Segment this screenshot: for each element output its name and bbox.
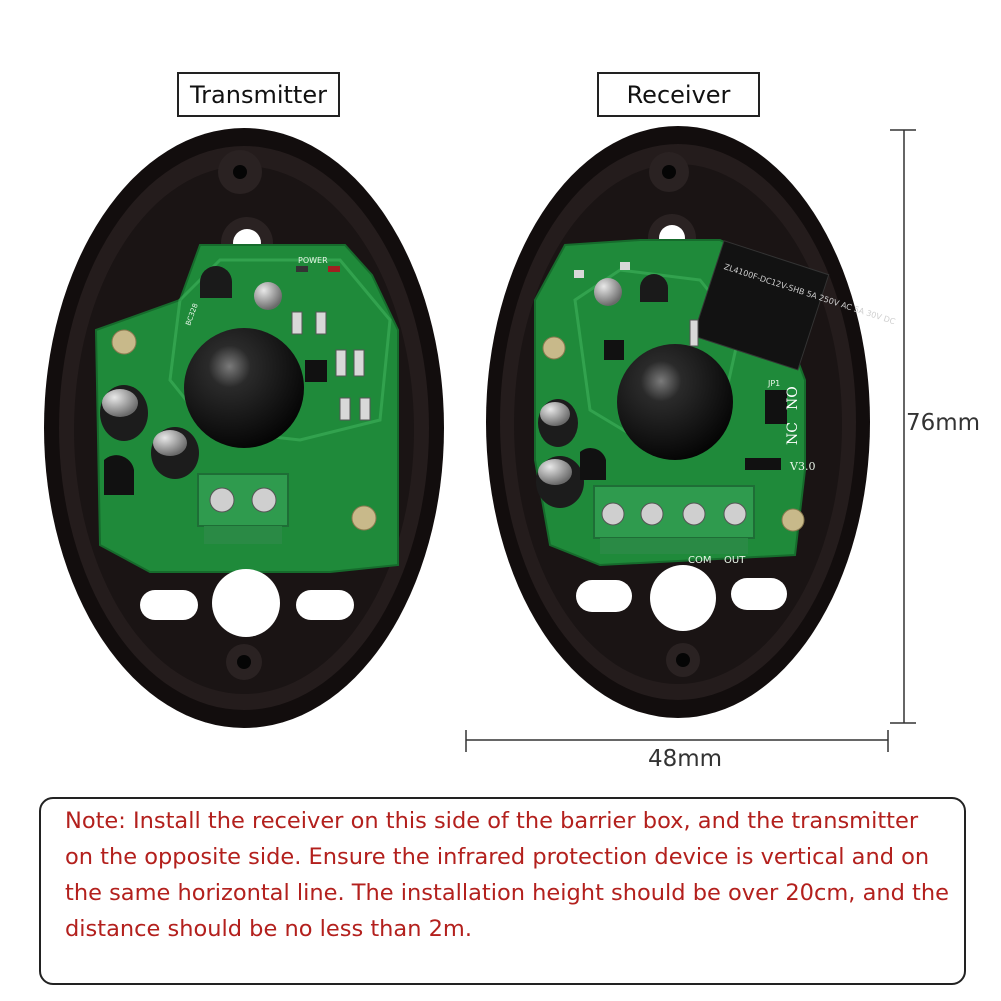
receiver-terminal-base: [600, 538, 748, 554]
transmitter-slot-left: [140, 590, 198, 620]
receiver-ir-lens: [617, 344, 733, 460]
receiver-smd-1: [574, 270, 584, 278]
transmitter-smd-c5: [315, 311, 327, 335]
receiver-transistor-1: [640, 274, 668, 302]
receiver-terminal-screw-1: [601, 502, 625, 526]
transmitter-label: Transmitter: [177, 72, 340, 117]
transmitter-transistor-1: [200, 266, 232, 298]
transmitter-regulator: [104, 455, 134, 495]
receiver-jp-marking: JP1: [767, 379, 780, 388]
transmitter-capacitor-2-top: [153, 430, 187, 456]
receiver-slot-right: [731, 578, 787, 610]
receiver-no-marking: NO: [785, 386, 801, 410]
receiver-capacitor-2-top: [538, 459, 572, 485]
receiver-nc-marking: NC: [785, 422, 801, 445]
transmitter-terminal-screw-1: [209, 487, 235, 513]
transmitter-ir-lens: [184, 328, 304, 448]
height-dimension: [890, 129, 916, 724]
receiver-diode: [745, 458, 781, 470]
receiver-regulator: [580, 448, 606, 480]
receiver-relay-body: [692, 240, 830, 371]
transmitter-capacitor-1-top: [102, 389, 138, 417]
receiver-screw-right: [781, 508, 805, 532]
transmitter-terminal-base: [204, 526, 282, 544]
transmitter-smd-d5: [353, 349, 365, 377]
installation-note-text: Note: Install the receiver on this side …: [65, 808, 949, 942]
width-dimension-label: 48mm: [648, 746, 723, 772]
transmitter-slot-right: [296, 590, 354, 620]
transmitter-capacitor-small: [254, 282, 282, 310]
receiver-smd-3: [689, 319, 699, 347]
transmitter-screw-left: [111, 329, 137, 355]
receiver-com-marking: COM: [688, 555, 711, 566]
receiver-out-marking: OUT: [724, 555, 746, 566]
installation-note-box: Note: Install the receiver on this side …: [39, 797, 966, 985]
receiver-unit: ZL4100F-DC12V-SHB 5A 250V AC 5A 30V DC J…: [486, 126, 897, 718]
transmitter-smd-r6: [359, 397, 371, 421]
transmitter-smd-d4: [335, 349, 347, 377]
transmitter-unit: POWER BC328: [44, 128, 444, 728]
receiver-capacitor-small: [594, 278, 622, 306]
receiver-capacitor-1-top: [540, 402, 570, 426]
transmitter-top-hole: [233, 165, 247, 179]
transmitter-r2: [296, 266, 308, 272]
receiver-ic: [604, 340, 624, 360]
transmitter-smd-r3: [291, 311, 303, 335]
transmitter-ic: [305, 360, 327, 382]
transmitter-bottom-hole: [237, 655, 251, 669]
receiver-label: Receiver: [597, 72, 760, 117]
transmitter-smd-r5: [339, 397, 351, 421]
receiver-screw-left: [542, 336, 566, 360]
receiver-terminal-screw-4: [723, 502, 747, 526]
width-dimension: [465, 730, 889, 752]
receiver-slot-left: [576, 580, 632, 612]
transmitter-power-marking: POWER: [298, 256, 328, 265]
receiver-smd-2: [620, 262, 630, 270]
receiver-cable-hole: [650, 565, 716, 631]
receiver-pcb-trace: [573, 268, 742, 442]
receiver-bottom-hole: [676, 653, 690, 667]
receiver-label-text: Receiver: [626, 80, 731, 109]
height-dimension-label: 76mm: [906, 410, 981, 436]
transmitter-screw-right: [351, 505, 377, 531]
receiver-terminal-screw-3: [682, 502, 706, 526]
receiver-version-marking: V3.0: [789, 460, 815, 473]
receiver-top-hole: [662, 165, 676, 179]
transmitter-cable-hole: [212, 569, 280, 637]
transmitter-led: [328, 266, 340, 272]
transmitter-terminal-screw-2: [251, 487, 277, 513]
receiver-terminal-screw-2: [640, 502, 664, 526]
transmitter-label-text: Transmitter: [190, 80, 327, 109]
transmitter-pcb-trace: [168, 258, 392, 442]
receiver-jumper: [765, 390, 787, 424]
